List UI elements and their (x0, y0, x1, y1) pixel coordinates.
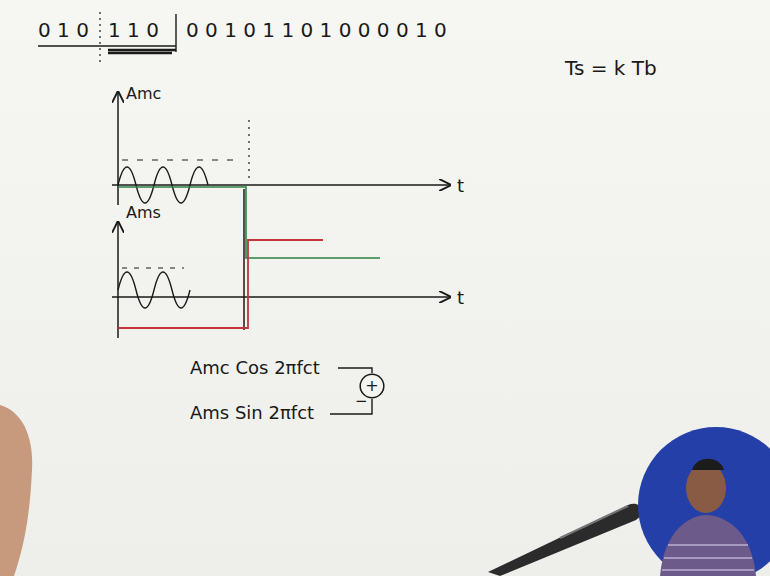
wire (338, 368, 372, 373)
amplitude-level-red (118, 240, 323, 328)
axis-label: Amc (126, 86, 161, 102)
operator-sign: + (359, 373, 385, 394)
axis (112, 296, 450, 298)
amplitude-level-green (118, 187, 380, 258)
carrier-wave (118, 272, 190, 308)
axis-label: t (457, 289, 464, 307)
axis-label: t (457, 177, 464, 195)
underline (38, 45, 176, 47)
amplitude-guide (122, 159, 240, 160)
pen (488, 504, 642, 576)
symbol-boundary (243, 189, 245, 330)
underline (108, 50, 176, 53)
bit-stream: 0 0 1 0 1 1 0 1 0 0 0 0 1 0 (186, 20, 447, 40)
presenter-inset (638, 427, 770, 576)
axis-label: Ams (126, 205, 161, 221)
axis (112, 184, 450, 186)
carrier-wave (118, 167, 208, 203)
bit-group: 1 1 0 (108, 20, 159, 40)
hand (0, 405, 32, 576)
pen (560, 506, 628, 538)
signal-expression: Amc Cos 2πfct (190, 359, 320, 377)
symbol-separator (99, 12, 100, 62)
summing-junction: + (359, 373, 385, 399)
amplitude-guide (122, 267, 184, 268)
axis (117, 92, 119, 205)
symbol-duration-note: Ts = k Tb (565, 58, 657, 78)
symbol-boundary (248, 120, 249, 180)
signal-expression: Ams Sin 2πfct (190, 404, 314, 422)
bit-group: 0 1 0 (38, 20, 89, 40)
axis (117, 222, 119, 338)
